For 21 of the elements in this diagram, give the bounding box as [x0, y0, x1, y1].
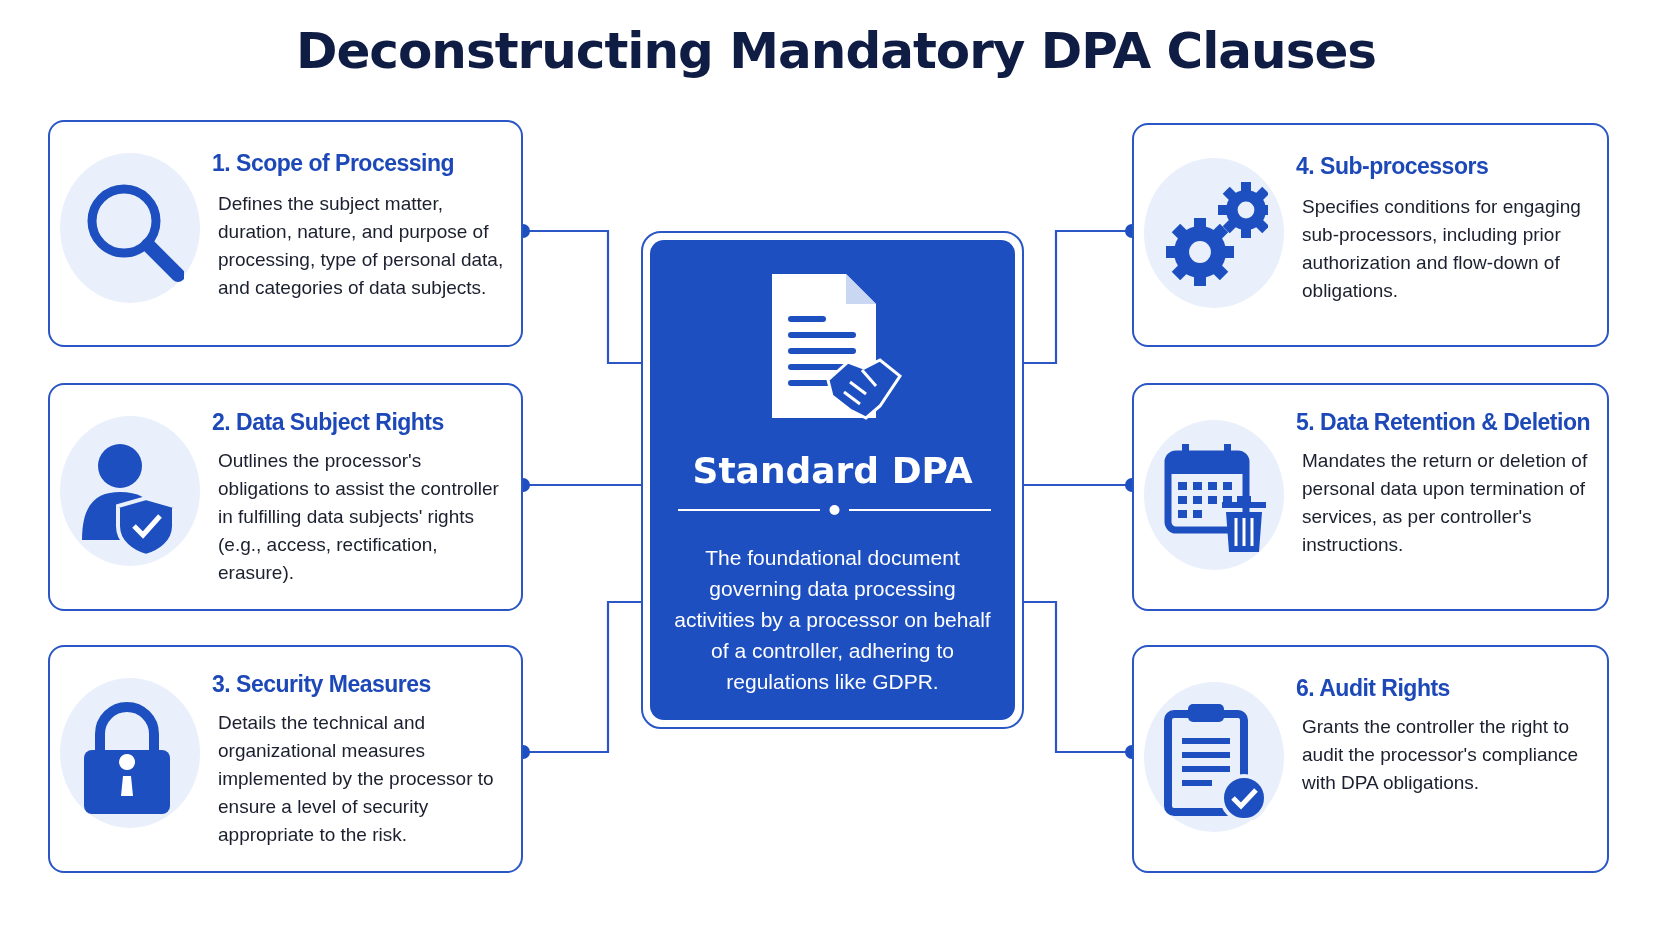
clause-card: [48, 383, 523, 611]
clause-card: [48, 645, 523, 873]
clause-card: [1132, 383, 1609, 611]
clause-description: Specifies conditions for engaging sub-processors, including prior authorization and flow-down of obligations.: [1302, 195, 1582, 303]
clause-heading: 2. Data Subject Rights: [212, 409, 445, 436]
clause-heading: 5. Data Retention & Deletion: [1296, 409, 1591, 436]
diagram-title: Deconstructing Mandatory DPA Clauses: [294, 22, 1378, 80]
card-description: The foundational document governing data processing activities by a processor on behalf of a controller, adhering to regulations like GDPR.: [673, 545, 992, 695]
clause-description: Outlines the processor's obligations to assist the controller in fulfilling data subjects' rights (e.g., access, rectification, erasure).: [218, 449, 500, 585]
clause-description: Mandates the return or deletion of personal data upon termination of services, as per controller's instructions.: [1302, 449, 1589, 557]
clause-heading: 6. Audit Rights: [1296, 675, 1451, 702]
clause-description: Defines the subject matter, duration, nature, and purpose of processing, type of personal data, and categories of data subjects.: [218, 192, 505, 300]
clause-heading: 4. Sub-processors: [1296, 153, 1490, 180]
card-heading: Standard DPA: [691, 450, 974, 491]
clause-description: Grants the controller the right to audit the processor's compliance with DPA obligations.: [1302, 715, 1580, 795]
clause-card: [1132, 645, 1609, 873]
clause-card: [48, 120, 523, 347]
clause-heading: 3. Security Measures: [212, 671, 432, 698]
clause-card: [1132, 123, 1609, 347]
clause-description: Details the technical and organizational measures implemented by the processor to ensure a level of security appropriate to the risk.: [218, 711, 495, 847]
clause-heading: 1. Scope of Processing: [212, 150, 456, 177]
